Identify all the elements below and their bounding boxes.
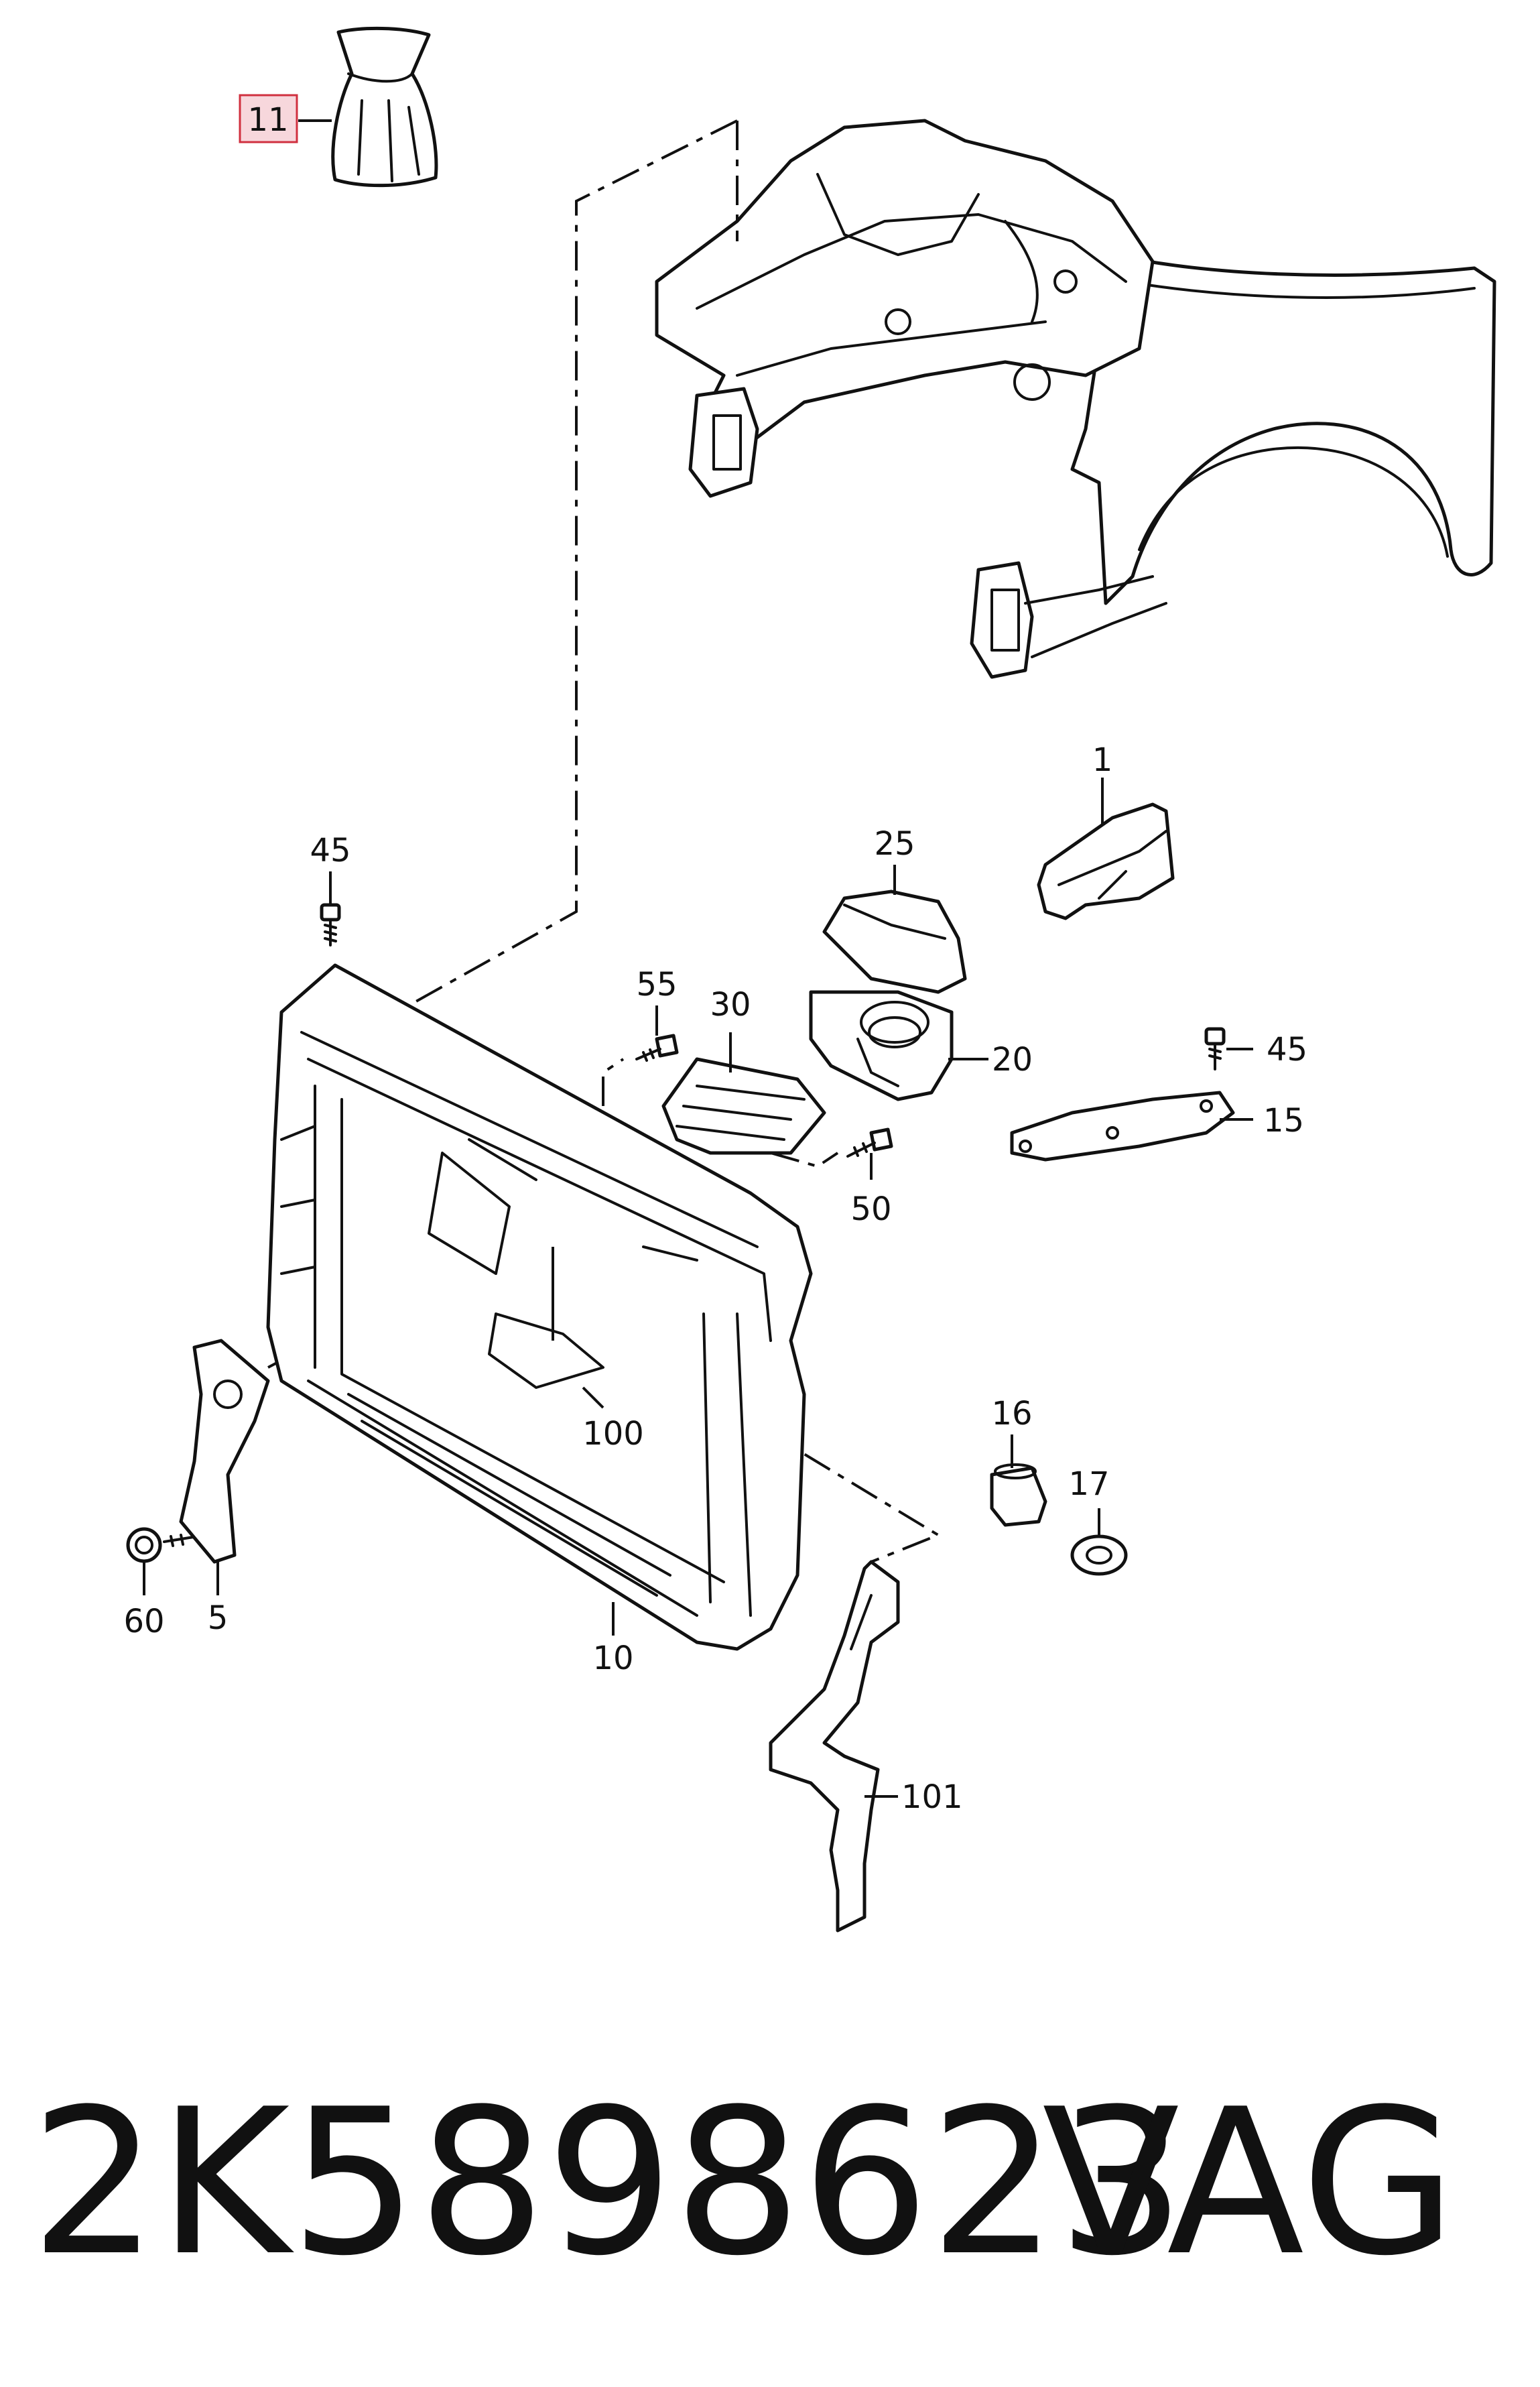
callout-60: 60 [123, 1603, 164, 1640]
callout-50: 50 [850, 1190, 891, 1228]
callout-30: 30 [710, 986, 751, 1024]
callout-25: 25 [874, 825, 915, 863]
air-duct-part-25 [822, 890, 967, 994]
side-bracket-part-5 [179, 1339, 270, 1564]
callout-labels: 11 1 25 45 55 30 20 45 15 50 100 16 17 6… [123, 94, 1307, 1816]
callout-5: 5 [208, 1599, 229, 1637]
bracket-part-1 [1037, 802, 1175, 920]
grille-part-30 [661, 1057, 826, 1155]
leader-lines [143, 119, 1253, 1798]
callout-17: 17 [1068, 1465, 1109, 1503]
callout-101: 101 [901, 1778, 963, 1816]
air-guide-part-20 [809, 990, 954, 1101]
callout-45-left: 45 [310, 832, 350, 869]
caption: 2K5898623 VAG [30, 2066, 1456, 2300]
callout-55: 55 [636, 966, 677, 1003]
part-number: 2K5898623 [30, 2066, 1185, 2300]
bracket-part-15 [1010, 1091, 1235, 1162]
callout-11: 11 [247, 101, 288, 139]
callout-45-right: 45 [1267, 1031, 1307, 1068]
highlight-box [239, 94, 298, 143]
callout-16: 16 [991, 1395, 1032, 1432]
callout-1: 1 [1092, 741, 1113, 779]
screws [126, 903, 1226, 1576]
callout-15: 15 [1263, 1102, 1304, 1140]
callout-100: 100 [582, 1415, 644, 1453]
callout-10: 10 [592, 1640, 633, 1677]
seal-part-101 [769, 1560, 900, 1933]
touch-up-bag-part [331, 26, 438, 188]
lock-carrier-part-10 [266, 963, 813, 1651]
brand-name: VAG [1042, 2066, 1456, 2300]
callout-20: 20 [992, 1041, 1033, 1079]
body-structure-illustration [655, 119, 1496, 679]
